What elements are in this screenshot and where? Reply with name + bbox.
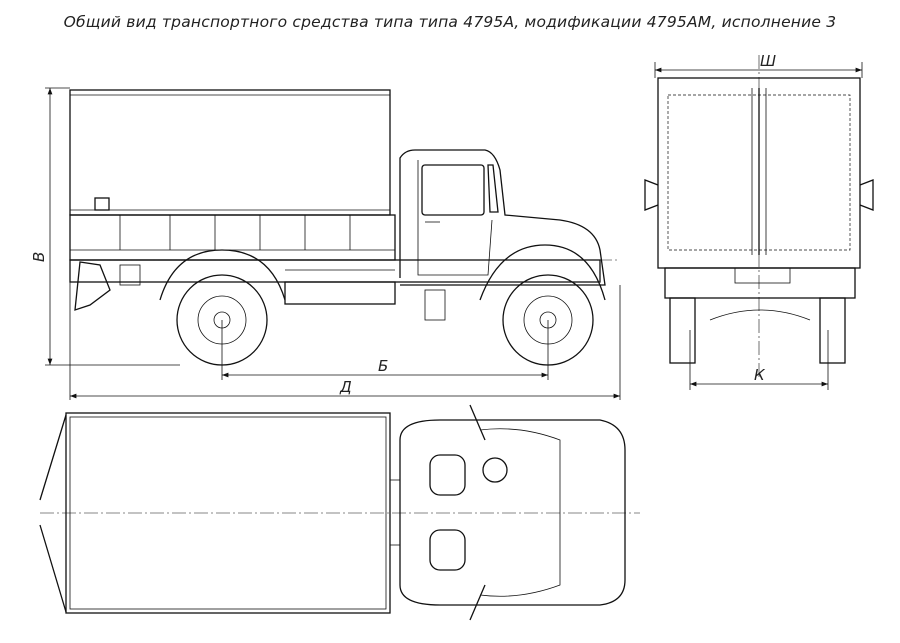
cargo-tent <box>69 89 396 261</box>
dimension-wheelbase: Б <box>221 320 549 380</box>
dimension-label-wheelbase: Б <box>378 357 388 375</box>
drawing-title: Общий вид транспортного средства типа ти… <box>63 13 837 31</box>
side-view <box>69 89 620 366</box>
rear-view: Ш К <box>644 52 874 390</box>
cab <box>159 149 606 321</box>
dimension-label-height: В <box>30 252 48 262</box>
dimension-label-track: К <box>754 366 766 384</box>
wheels <box>176 274 594 366</box>
top-view <box>39 404 640 621</box>
dimension-label-width: Ш <box>760 52 776 70</box>
dimension-height: В <box>30 87 180 366</box>
dimension-length: Д <box>69 280 621 400</box>
dimension-label-length: Д <box>339 378 352 396</box>
